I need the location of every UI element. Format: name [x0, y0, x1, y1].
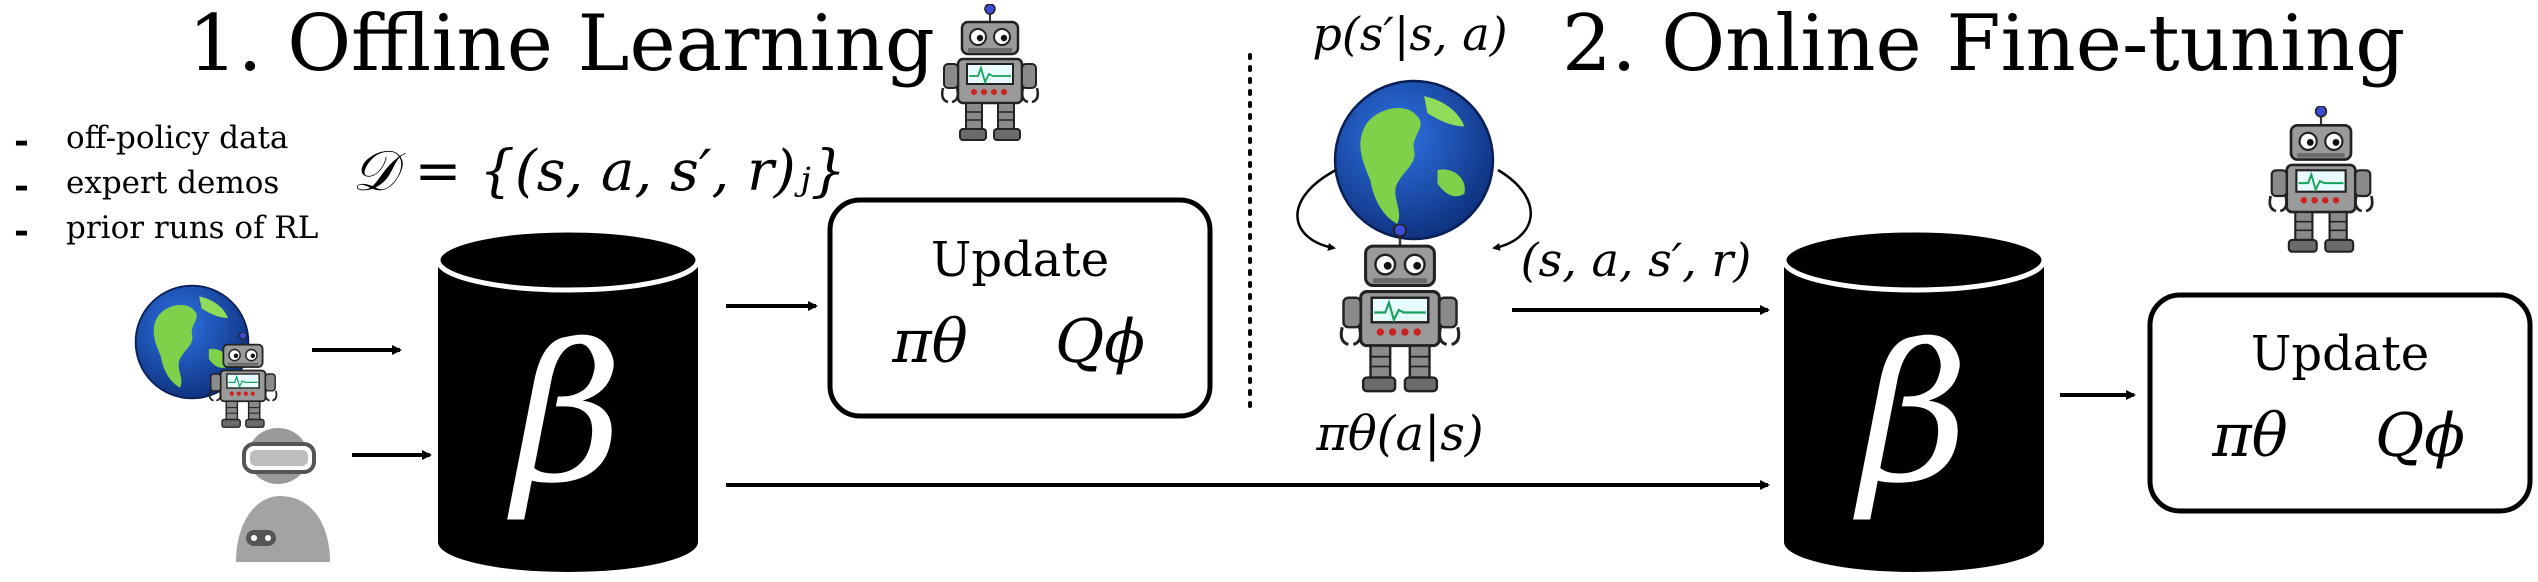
svg-text:-: -: [14, 165, 29, 207]
online-replay-buffer: β: [1781, 227, 2047, 572]
online-update-box: Update πθ Qϕ: [2147, 292, 2533, 514]
offline-update-title: Update: [931, 232, 1109, 288]
online-buffer-symbol: β: [1853, 304, 1969, 525]
environment-globe-icon: [1333, 79, 1495, 241]
online-title: 2. Online Fine-tuning: [1562, 0, 2405, 89]
vr-headset-person-icon: [236, 428, 330, 562]
online-critic-symbol: Qϕ: [2375, 401, 2465, 471]
data-source-item: off-policy data: [66, 120, 288, 156]
svg-text:-: -: [14, 120, 29, 162]
svg-text:-: -: [14, 210, 29, 252]
policy-label: πθ(a|s): [1315, 406, 1483, 462]
data-source-item: prior runs of RL: [66, 210, 318, 246]
offline-update-box: Update πθ Qϕ: [827, 197, 1213, 419]
offline-title: 1. Offline Learning: [188, 0, 935, 89]
offline-policy-symbol: πθ: [891, 307, 968, 377]
agent-robot-icon: [1339, 224, 1461, 394]
robot-icon: [2268, 106, 2374, 254]
data-source-item: expert demos: [66, 165, 279, 201]
loop-arrow-left: [1296, 168, 1337, 251]
offline-buffer-symbol: β: [507, 304, 623, 525]
dynamics-label: p(s′|s, a): [1312, 7, 1507, 61]
online-policy-symbol: πθ: [2211, 401, 2288, 471]
transition-label: (s, a, s′, r): [1521, 233, 1752, 287]
data-source-list: - off-policy data - expert demos - prior…: [14, 120, 318, 252]
online-update-title: Update: [2251, 326, 2429, 382]
dataset-label: 𝒟 = {(s, a, s′, r)ⱼ}: [352, 139, 846, 204]
robot-icon: [940, 4, 1040, 142]
offline-replay-buffer: β: [435, 227, 701, 572]
offline-critic-symbol: Qϕ: [1055, 307, 1145, 377]
loop-arrow-right: [1492, 168, 1532, 251]
